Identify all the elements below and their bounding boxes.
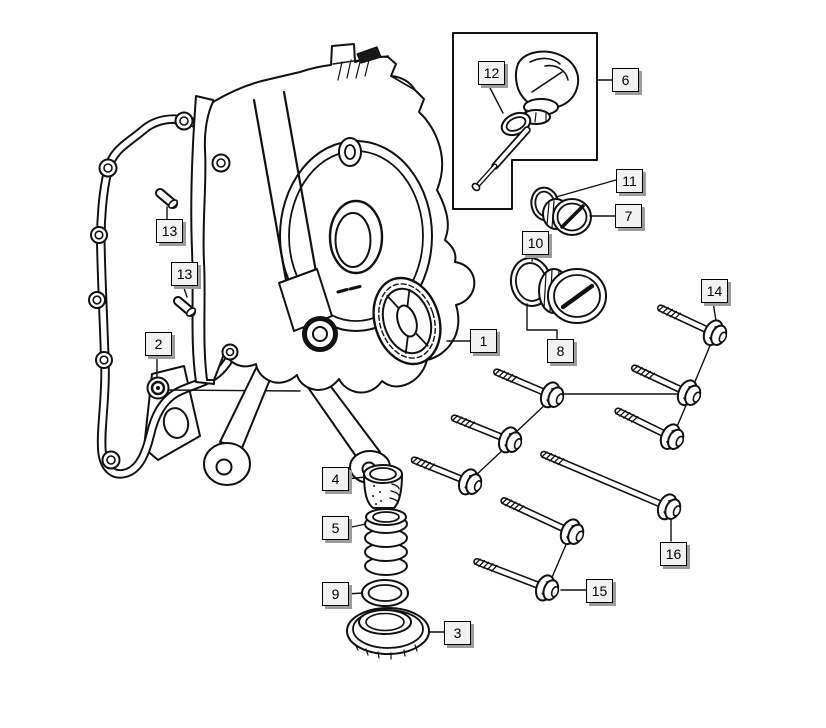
- callout-5[interactable]: 5: [322, 516, 349, 540]
- dowel-pin-lower-illustration: [173, 296, 197, 317]
- inset-panel: [452, 32, 598, 210]
- dipstick-illustration: [471, 50, 579, 192]
- callout-4[interactable]: 4: [322, 467, 349, 491]
- callout-6[interactable]: 6: [612, 68, 639, 92]
- spring-illustration: [364, 508, 408, 576]
- dowel-pin-upper-illustration: [155, 188, 179, 209]
- crankcase-cover-illustration: [190, 43, 476, 486]
- callout-10[interactable]: 10: [522, 231, 549, 255]
- plug-7-illustration: [542, 198, 592, 236]
- callout-12[interactable]: 12: [478, 61, 505, 85]
- callout-14[interactable]: 14: [701, 279, 728, 303]
- leader-lines-part2: [156, 354, 301, 392]
- filler-cap-8-illustration: [538, 268, 607, 324]
- callout-13-lower[interactable]: 13: [171, 262, 198, 286]
- cast-logo-mark: [336, 285, 362, 294]
- callout-15[interactable]: 15: [586, 579, 613, 603]
- drain-plug-illustration: [346, 607, 430, 660]
- callout-3[interactable]: 3: [444, 621, 471, 645]
- callout-16[interactable]: 16: [660, 542, 687, 566]
- bearing-opening: [372, 276, 442, 366]
- gasket-illustration: [88, 111, 283, 479]
- callout-7[interactable]: 7: [615, 204, 642, 228]
- callout-13-upper[interactable]: 13: [156, 219, 183, 243]
- callout-8[interactable]: 8: [547, 339, 574, 363]
- oring-9-illustration: [361, 579, 409, 607]
- callout-9[interactable]: 9: [322, 582, 349, 606]
- seal-grommet-illustration: [146, 376, 170, 400]
- oil-strainer-illustration: [363, 464, 403, 509]
- leader-lines: [166, 79, 717, 633]
- callout-11[interactable]: 11: [616, 169, 643, 193]
- callout-1[interactable]: 1: [470, 329, 497, 353]
- callout-2[interactable]: 2: [145, 332, 172, 356]
